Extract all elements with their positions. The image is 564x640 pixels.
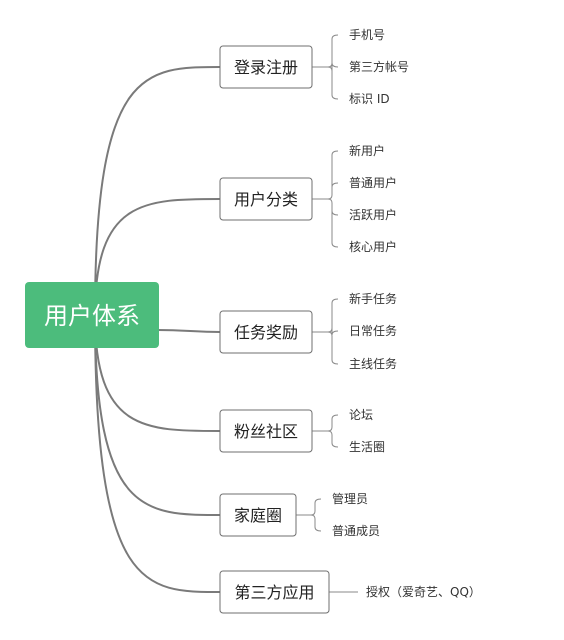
branch-label: 用户分类 bbox=[234, 190, 298, 209]
branch-label: 粉丝社区 bbox=[234, 422, 298, 441]
connector-4 bbox=[94, 314, 221, 432]
leaf-node: 核心用户 bbox=[349, 239, 397, 254]
leaf-node: 手机号 bbox=[349, 28, 385, 42]
leaf-node: 普通用户 bbox=[349, 175, 397, 190]
branch-node-1: 登录注册 bbox=[219, 45, 313, 89]
branch-box bbox=[219, 177, 313, 221]
branch-box bbox=[219, 310, 313, 354]
branch-node-2: 用户分类 bbox=[219, 177, 313, 221]
branch-label: 登录注册 bbox=[234, 58, 298, 77]
connector-1 bbox=[94, 66, 221, 316]
leaf-node: 活跃用户 bbox=[349, 207, 397, 222]
leaf-node: 管理员 bbox=[332, 491, 368, 506]
leaf-node: 授权（爱奇艺、QQ） bbox=[366, 584, 481, 599]
connector-2 bbox=[94, 198, 221, 316]
leaf-node: 标识 ID bbox=[349, 92, 390, 106]
bracket-4 bbox=[312, 414, 339, 448]
leaf-node: 普通成员 bbox=[332, 524, 380, 538]
bracket-3 bbox=[312, 298, 339, 365]
branch-node-3: 任务奖励 bbox=[219, 310, 313, 354]
connectors bbox=[94, 66, 221, 593]
branch-label: 家庭圈 bbox=[234, 506, 282, 525]
root-label: 用户体系 bbox=[44, 302, 140, 330]
root-node: 用户体系 bbox=[25, 282, 159, 348]
branch-node-4: 粉丝社区 bbox=[219, 409, 313, 453]
leaf-node: 第三方帐号 bbox=[349, 59, 409, 74]
connector-3 bbox=[157, 329, 221, 333]
connector-5 bbox=[94, 314, 221, 516]
leaf-node: 新手任务 bbox=[349, 291, 397, 306]
branch-node-6: 第三方应用 bbox=[219, 570, 330, 614]
bracket-5 bbox=[296, 498, 322, 532]
leaf-node: 生活圈 bbox=[349, 440, 385, 454]
leaf-brackets bbox=[296, 34, 358, 593]
branch-box bbox=[219, 570, 330, 614]
branch-box bbox=[219, 45, 313, 89]
connector-6 bbox=[94, 314, 221, 593]
bracket-1 bbox=[312, 34, 339, 100]
branch-label: 第三方应用 bbox=[234, 583, 314, 602]
root-box bbox=[25, 282, 159, 348]
branch-box bbox=[219, 493, 297, 537]
leaf-node: 日常任务 bbox=[349, 323, 397, 338]
branch-label: 任务奖励 bbox=[234, 323, 298, 342]
leaf-node: 论坛 bbox=[349, 408, 373, 422]
branch-box bbox=[219, 409, 313, 453]
leaf-node: 新用户 bbox=[349, 143, 385, 158]
bracket-2 bbox=[312, 150, 339, 248]
leaf-node: 主线任务 bbox=[349, 356, 397, 371]
branch-node-5: 家庭圈 bbox=[219, 493, 297, 537]
